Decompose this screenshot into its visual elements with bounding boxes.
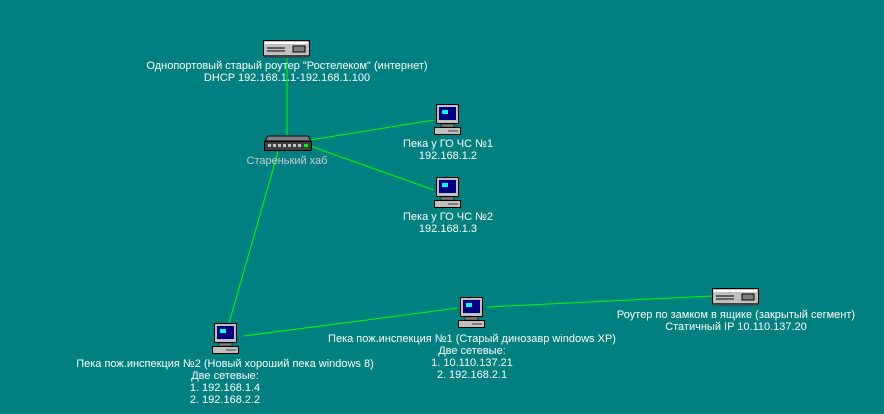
computer-icon[interactable] [212,323,240,355]
pc-fire-inspection-1-label: Пека пож.инспекция №1 (Старый динозавр w… [328,333,616,381]
link-pc-fire2-pc-fire1 [243,307,459,337]
pc-fire-inspection-2-label: Пека пож.инспекция №2 (Новый хороший пек… [76,358,374,406]
pc-fire-inspection-1-ip1: 1. 10.110.137.21 [431,357,513,369]
router-internet-label: Однопортовый старый роутер "Ростелеком" … [146,60,427,84]
pc-fire-inspection-1-nics: Две сетевые: [438,345,506,357]
pc-go-chs-2-ip: 192.168.1.3 [418,223,478,235]
router-internet-dhcp: DHCP 192.168.1.1-192.168.1.100 [203,72,371,84]
link-hub-pc-go1 [309,119,435,141]
pc-fire-inspection-2-ip1: 1. 192.168.1.4 [189,382,261,394]
router-closed-segment-title: Роутер по замком в ящике (закрытый сегме… [616,309,856,321]
pc-fire-inspection-2-title: Пека пож.инспекция №2 (Новый хороший пек… [76,358,374,370]
link-hub-pc-fire2 [228,151,279,324]
computer-icon[interactable] [458,297,486,329]
link-pc-fire1-router-closed [486,295,714,308]
router-icon[interactable] [263,38,311,58]
computer-icon[interactable] [434,104,462,136]
pc-go-chs-2-title: Пека у ГО ЧС №2 [402,211,494,223]
router-closed-segment-label: Роутер по замком в ящике (закрытый сегме… [617,309,855,333]
pc-fire-inspection-1-ip2: 2. 192.168.2.1 [436,369,508,381]
pc-fire-inspection-2-ip2: 2. 192.168.2.2 [189,394,261,406]
router-closed-segment-ip: Статичный IP 10.110.137.20 [665,321,807,333]
router-icon[interactable] [712,286,760,306]
pc-go-chs-2-label: Пека у ГО ЧС №2 192.168.1.3 [403,211,493,235]
hub-icon[interactable] [262,133,312,153]
pc-go-chs-1-title: Пека у ГО ЧС №1 [402,138,494,150]
router-internet-title: Однопортовый старый роутер "Ростелеком" … [146,60,428,72]
pc-go-chs-1-label: Пека у ГО ЧС №1 192.168.1.2 [403,138,493,162]
pc-go-chs-1-ip: 192.168.1.2 [418,150,478,162]
pc-fire-inspection-2-nics: Две сетевые: [191,370,259,382]
hub-label: Старенький хаб [247,155,328,167]
computer-icon[interactable] [434,177,462,209]
hub-title: Старенький хаб [246,155,328,167]
pc-fire-inspection-1-title: Пека пож.инспекция №1 (Старый динозавр w… [328,333,616,345]
